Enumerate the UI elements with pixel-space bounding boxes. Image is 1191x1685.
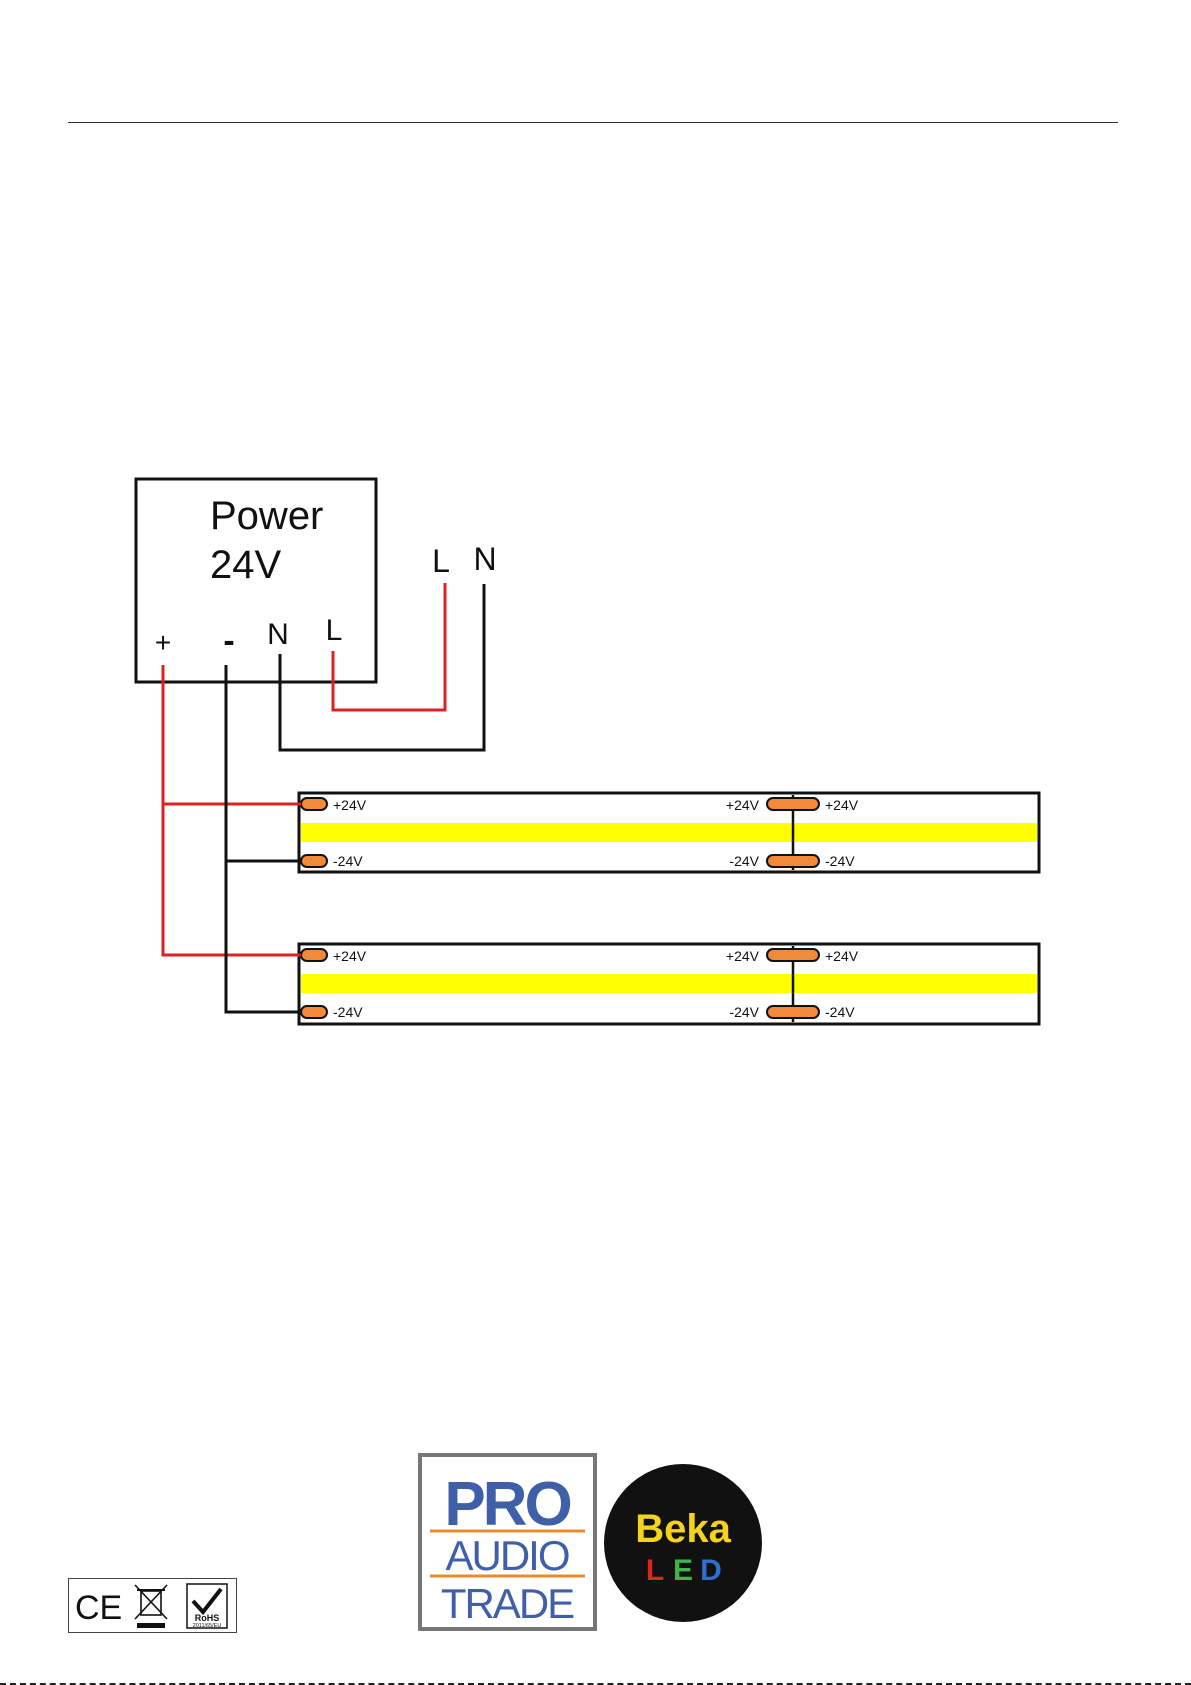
label-minus-left: -24V [333,1004,363,1020]
solder-pad-plus-end [301,798,327,810]
label-minus-left: -24V [333,853,363,869]
weee-bin-icon [135,1585,167,1628]
solder-pad-minus-end [301,1006,327,1018]
strip-emitter [301,823,1037,842]
led-strip-1: +24V -24V +24V -24V +24V -24V [299,793,1039,872]
terminal-minus-label: - [223,622,234,660]
mains-live-label: L [432,543,450,579]
solder-pad-plus-end [301,949,327,961]
power-supply-voltage: 24V [210,543,281,587]
solder-pad-minus-mid [767,855,819,867]
rohs-check-icon: RoHS 2011/65/EU [187,1584,227,1629]
label-minus-mid-right: -24V [825,853,855,869]
solder-pad-plus-mid [767,949,819,961]
certification-badges: CE RoHS 2011/65/EU [68,1578,237,1633]
terminal-live-label: L [326,614,343,647]
power-supply: Power 24V + - N L [136,479,376,682]
solder-pad-minus-mid [767,1006,819,1018]
terminal-plus-label: + [155,627,171,658]
logo-beka: Beka [635,1507,731,1551]
rohs-directive: 2011/65/EU [193,1623,222,1629]
logo-led-l: L [646,1554,664,1587]
logo-led-e: E [673,1554,693,1587]
label-plus-mid-right: +24V [825,797,859,813]
power-supply-title: Power [210,494,323,538]
rohs-label: RoHS [195,1613,220,1623]
logo-pro: PRO [444,1470,570,1539]
strip-emitter [301,974,1037,993]
label-plus-left: +24V [333,797,367,813]
label-plus-mid-left: +24V [726,948,760,964]
led-strip-2: +24V -24V +24V -24V +24V -24V [299,944,1039,1024]
mains-neutral-label: N [473,541,496,577]
label-minus-mid-left: -24V [729,853,759,869]
pro-audio-trade-logo: PRO AUDIO TRADE [420,1455,595,1629]
logo-trade: TRADE [441,1580,574,1627]
negative-wire [226,665,301,1012]
solder-pad-minus-end [301,855,327,867]
label-plus-mid-right: +24V [825,948,859,964]
logo-audio: AUDIO [445,1532,568,1579]
label-plus-left: +24V [333,948,367,964]
ce-mark: CE [75,1589,122,1627]
label-plus-mid-left: +24V [726,797,760,813]
logo-led-d: D [700,1554,722,1587]
beka-led-logo: Beka L E D [604,1464,762,1622]
solder-pad-plus-mid [767,798,819,810]
label-minus-mid-right: -24V [825,1004,855,1020]
terminal-neutral-label: N [267,618,289,651]
label-minus-mid-left: -24V [729,1004,759,1020]
